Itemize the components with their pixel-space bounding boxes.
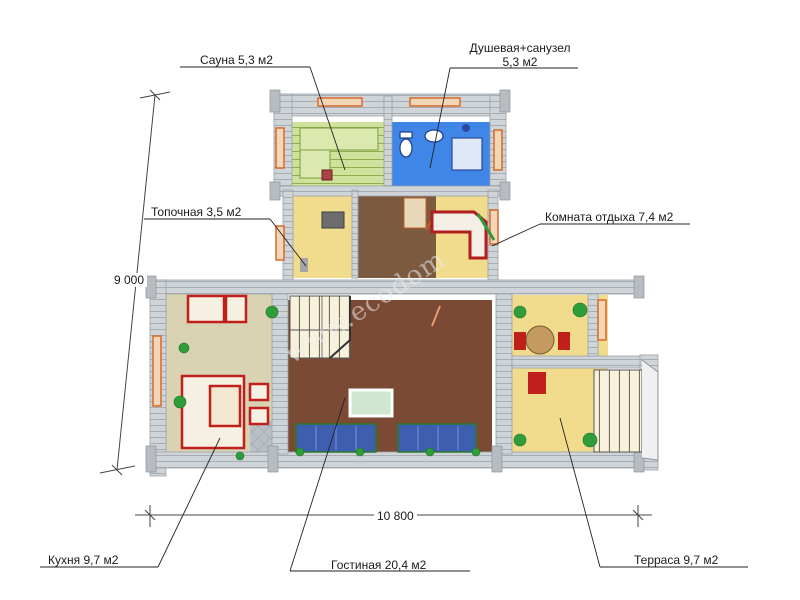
width-dimension-value: 10 800 bbox=[374, 509, 417, 523]
door-swing bbox=[431, 305, 441, 327]
boiler bbox=[300, 211, 345, 272]
staircase bbox=[289, 295, 351, 359]
label-sauna: Сауна 5,3 м2 bbox=[200, 53, 273, 67]
hall-doors bbox=[403, 197, 435, 231]
kitchen-chair bbox=[248, 382, 270, 402]
living-room-furniture bbox=[295, 305, 477, 453]
rest-room-sofa bbox=[430, 210, 496, 260]
sink-icon bbox=[424, 129, 444, 143]
terrace-stairs bbox=[593, 369, 643, 453]
label-terrace: Терраса 9,7 м2 bbox=[634, 553, 719, 567]
kitchen-table bbox=[208, 384, 242, 428]
terrace-furniture bbox=[514, 325, 659, 461]
sauna-benches bbox=[299, 127, 379, 181]
depth-dimension-value: 9 000 bbox=[111, 273, 148, 287]
plants bbox=[173, 302, 598, 461]
leader-lines bbox=[40, 66, 748, 572]
living-window-right bbox=[397, 423, 477, 453]
kitchen-chair-2 bbox=[248, 406, 270, 426]
kitchen-cabinet bbox=[186, 294, 226, 324]
label-shower-line1: Душевая+санузел bbox=[469, 41, 571, 55]
terrace-table bbox=[525, 325, 555, 355]
living-rug bbox=[348, 388, 394, 418]
label-kitchen: Кухня 9,7 м2 bbox=[48, 553, 119, 567]
kitchen-furniture bbox=[180, 294, 270, 450]
toilet-icon bbox=[399, 138, 413, 158]
bathroom-fixtures bbox=[399, 124, 483, 171]
shower-tray bbox=[451, 137, 483, 171]
sauna-stove bbox=[321, 169, 333, 181]
log-ends bbox=[145, 89, 645, 473]
label-rest-room: Комната отдыха 7,4 м2 bbox=[545, 210, 674, 224]
label-boiler-room: Топочная 3,5 м2 bbox=[151, 205, 242, 219]
label-living-room: Гостиная 20,4 м2 bbox=[331, 558, 427, 572]
kitchen-cabinet-2 bbox=[224, 294, 248, 324]
label-shower-line2: 5,3 м2 bbox=[502, 55, 538, 69]
kitchen-tile-corner bbox=[250, 420, 272, 452]
windows bbox=[152, 97, 607, 407]
